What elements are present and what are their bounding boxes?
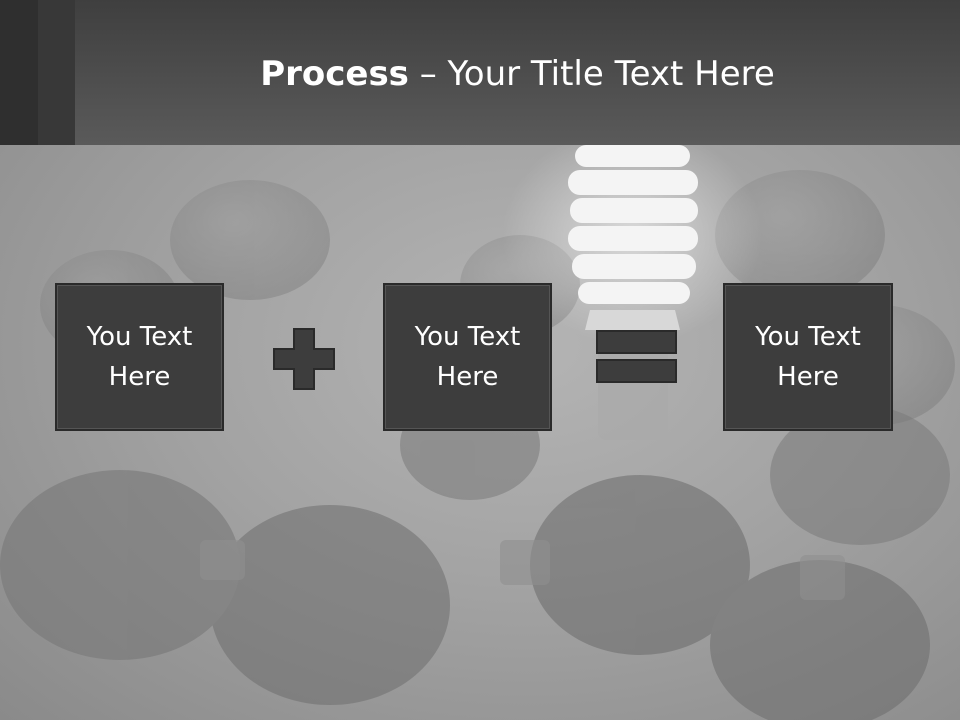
header-stripe (0, 0, 38, 145)
slide-title[interactable]: Process – Your Title Text Here (75, 52, 960, 96)
text-box-3-line2: Here (777, 362, 839, 392)
title-bold: Process (260, 54, 409, 94)
lightbulbs-background-image (0, 145, 960, 720)
header-stripe (38, 0, 75, 145)
text-box-1-line1: You Text (86, 322, 193, 352)
equals-icon (596, 330, 678, 384)
text-box-2-line1: You Text (414, 322, 521, 352)
title-text: – Your Title Text Here (408, 54, 775, 94)
text-box-3-line1: You Text (755, 322, 861, 352)
plus-icon (272, 327, 336, 391)
text-box-2-line2: Here (436, 362, 499, 392)
title-bar: Process – Your Title Text Here (0, 0, 960, 145)
bulbs-illustration (0, 145, 955, 720)
text-box-1-line2: Here (108, 362, 171, 392)
